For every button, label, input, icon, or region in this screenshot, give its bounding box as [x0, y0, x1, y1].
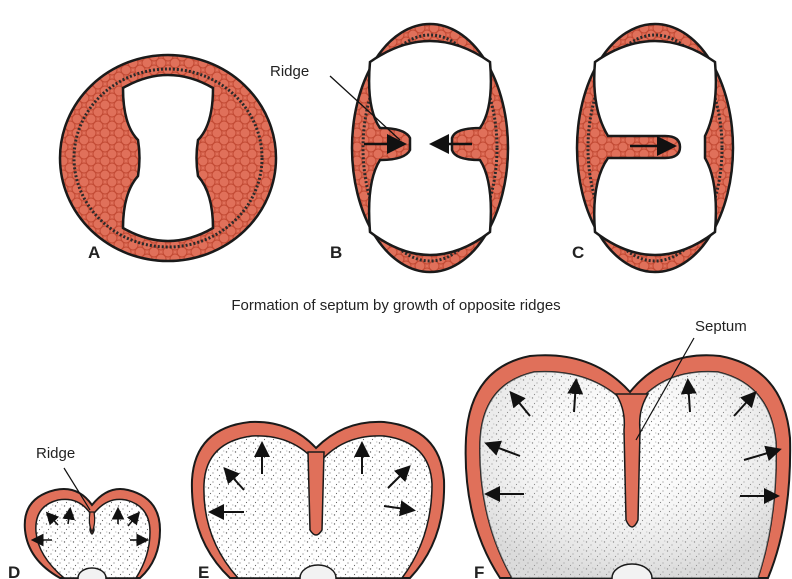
panel-f-heart — [466, 338, 791, 579]
panel-label-f: F — [474, 563, 484, 579]
top-caption: Formation of septum by growth of opposit… — [231, 297, 560, 314]
ridge-label-top: Ridge — [270, 63, 309, 80]
septum-label: Septum — [695, 318, 747, 335]
panel-a-vessel — [60, 55, 276, 261]
panel-e-heart — [192, 422, 444, 579]
panel-label-d: D — [8, 563, 20, 579]
ridge-label-bottom: Ridge — [36, 445, 75, 462]
panel-label-e: E — [198, 563, 209, 579]
panel-label-b: B — [330, 243, 342, 262]
panel-b-vessel — [330, 24, 508, 272]
panel-d-heart — [25, 468, 160, 579]
panel-label-a: A — [88, 243, 100, 262]
panel-label-c: C — [572, 243, 584, 262]
panel-c-vessel — [577, 24, 733, 272]
